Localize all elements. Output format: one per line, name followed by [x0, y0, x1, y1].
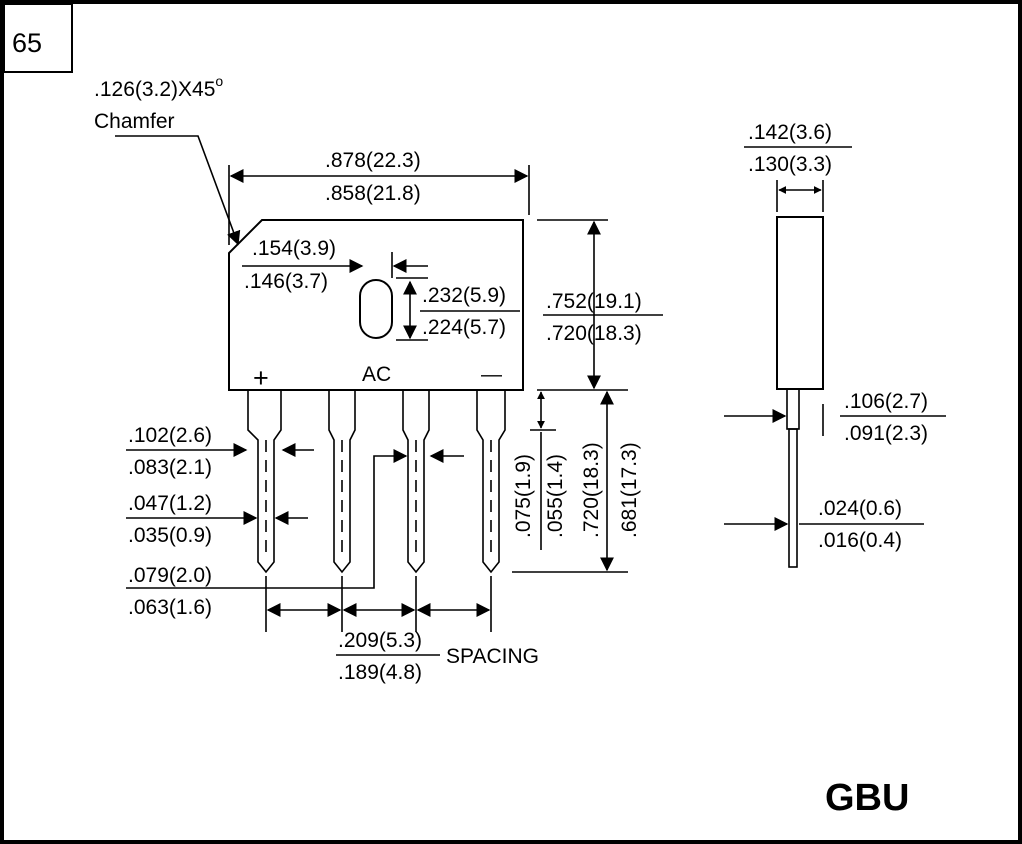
lead-spacing-dimension: .209(5.3) .189(4.8) SPACING — [265, 576, 539, 684]
standoff-max: .075(1.9) — [512, 454, 535, 538]
lead-upper-width-max: .079(2.0) — [128, 564, 212, 587]
lead-3 — [402, 390, 430, 574]
package-name: GBU — [825, 777, 909, 819]
side-view — [776, 216, 824, 568]
hole-height-dimension: .232(5.9) .224(5.7) — [396, 277, 520, 341]
body-height-dimension: .752(19.1) .720(18.3) — [537, 219, 663, 391]
lead-thickness-min: .016(0.4) — [818, 529, 902, 552]
pin-minus-label: — — [481, 363, 502, 386]
lead-spacing-min: .189(4.8) — [338, 661, 422, 684]
chamfer-callout: .126(3.2)X45o Chamfer — [94, 73, 241, 246]
lead-length-max: .720(18.3) — [580, 442, 603, 538]
lead-thickness-dimension: .024(0.6) .016(0.4) — [724, 497, 924, 552]
side-lead-upper — [786, 388, 800, 430]
lead-thickness-upper-dimension: .106(2.7) .091(2.3) — [724, 390, 946, 445]
hole-offset-max: .154(3.9) — [252, 237, 336, 260]
hole-offset-dimension: .154(3.9) .146(3.7) — [242, 237, 428, 293]
body-width-max: .878(22.3) — [325, 149, 421, 172]
body-width-dimension: .878(22.3) .858(21.8) — [228, 149, 530, 245]
lead-upper-width-min: .063(1.6) — [128, 596, 212, 619]
lead-shoulder-dimension: .102(2.6) .083(2.1) — [126, 424, 314, 479]
lead-upper-width-dimension: .079(2.0) .063(1.6) — [126, 449, 464, 619]
hole-height-min: .224(5.7) — [422, 316, 506, 339]
body-outline — [228, 219, 524, 391]
page-number-box: 65 — [3, 3, 73, 73]
body-height-min: .720(18.3) — [546, 322, 642, 345]
svg-text:.126(3.2)X45o: .126(3.2)X45o — [94, 73, 223, 101]
lead-2 — [328, 390, 356, 574]
standoff-min: .055(1.4) — [544, 454, 567, 538]
side-lead — [788, 428, 798, 568]
body-height-max: .752(19.1) — [546, 290, 642, 313]
side-body — [776, 216, 824, 390]
body-thickness-min: .130(3.3) — [748, 153, 832, 176]
standoff-dimension: .075(1.9) .055(1.4) — [512, 391, 567, 550]
lead-thickness-max: .024(0.6) — [818, 497, 902, 520]
lead-spacing-label: SPACING — [446, 645, 539, 668]
page-number: 65 — [12, 28, 42, 58]
pin-ac-label: AC — [362, 363, 391, 386]
body-width-min: .858(21.8) — [325, 182, 421, 205]
lead-1 — [247, 390, 282, 574]
lead-width-max: .047(1.2) — [128, 492, 212, 515]
lead-length-dimension: .720(18.3) .681(17.3) — [512, 390, 641, 573]
front-view: + AC — — [228, 219, 524, 574]
pin-plus-label: + — [253, 363, 269, 393]
chamfer-label: Chamfer — [94, 110, 175, 133]
lead-thickness-upper-min: .091(2.3) — [844, 422, 928, 445]
lead-4 — [476, 390, 506, 574]
chamfer-dimension: .126(3.2)X45 — [94, 78, 215, 101]
lead-thickness-upper-max: .106(2.7) — [844, 390, 928, 413]
lead-shoulder-max: .102(2.6) — [128, 424, 212, 447]
body-thickness-dimension: .142(3.6) .130(3.3) — [744, 121, 852, 212]
lead-width-dimension: .047(1.2) .035(0.9) — [126, 492, 308, 547]
hole-offset-min: .146(3.7) — [244, 270, 328, 293]
body-thickness-max: .142(3.6) — [748, 121, 832, 144]
lead-width-min: .035(0.9) — [128, 524, 212, 547]
chamfer-degree: o — [215, 73, 223, 89]
lead-shoulder-min: .083(2.1) — [128, 456, 212, 479]
mounting-hole — [359, 279, 393, 339]
hole-height-max: .232(5.9) — [422, 284, 506, 307]
lead-spacing-max: .209(5.3) — [338, 629, 422, 652]
lead-length-min: .681(17.3) — [618, 442, 641, 538]
